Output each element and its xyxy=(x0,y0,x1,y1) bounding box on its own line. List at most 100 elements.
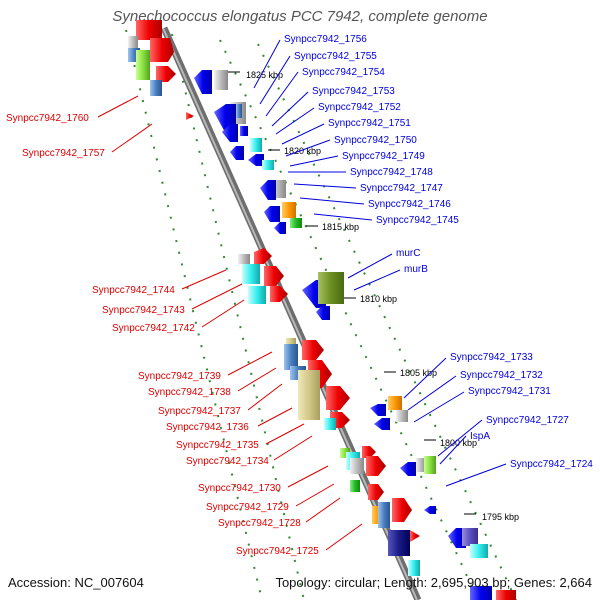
gene-block xyxy=(496,590,516,600)
gene-block xyxy=(290,218,302,228)
gene-label: Synpcc7942_1729 xyxy=(206,502,289,513)
gene-label: Synpcc7942_1752 xyxy=(318,102,401,113)
gene-block xyxy=(128,36,138,48)
gene-block xyxy=(282,202,296,218)
leader-line xyxy=(437,419,483,457)
gene-arrow xyxy=(260,180,276,200)
gene-label: Synpcc7942_1732 xyxy=(460,370,543,381)
leader-line xyxy=(257,407,293,427)
gene-label: Synpcc7942_1756 xyxy=(284,34,367,45)
leader-line xyxy=(97,95,139,118)
gene-arrow xyxy=(370,404,386,416)
leader-line xyxy=(227,351,273,376)
gene-arrow xyxy=(230,146,244,160)
leader-line xyxy=(273,435,313,461)
gene-arrow xyxy=(270,286,288,302)
gene-arrow xyxy=(366,456,386,476)
genome-backbone-highlight xyxy=(162,27,418,600)
map-title: Synechococcus elongatus PCC 7942, comple… xyxy=(112,8,488,25)
leader-line xyxy=(237,367,277,392)
forward-genes xyxy=(128,20,420,576)
left-labels: Synpcc7942_1760 Synpcc7942_1757 Synpcc79… xyxy=(6,95,363,557)
leader-line xyxy=(275,107,315,135)
gene-block xyxy=(416,458,426,472)
gene-label: Synpcc7942_1751 xyxy=(328,118,411,129)
gene-label: Synpcc7942_1734 xyxy=(186,456,269,467)
gene-arrow xyxy=(316,306,330,320)
gene-arrow xyxy=(302,340,324,360)
gene-label: Synpcc7942_1725 xyxy=(236,546,319,557)
kbp-scale: 1825 kbp 1820 kbp 1815 kbp 1810 kbp 1805… xyxy=(228,70,519,522)
gene-block xyxy=(350,480,360,492)
kbp-label: 1815 kbp xyxy=(322,222,359,232)
accession-text: Accession: NC_007604 xyxy=(8,575,144,590)
gene-block xyxy=(470,586,492,600)
gene-block xyxy=(238,254,250,264)
gene-label: Synpcc7942_1727 xyxy=(486,415,569,426)
gene-arrow xyxy=(400,462,416,476)
gene-block xyxy=(408,560,420,576)
gene-label: IspA xyxy=(470,431,490,442)
leader-line xyxy=(287,465,329,488)
gene-label: Synpcc7942_1755 xyxy=(294,51,377,62)
gene-block xyxy=(298,370,320,420)
leader-line xyxy=(347,253,393,279)
gene-block xyxy=(388,530,410,556)
gene-block xyxy=(378,502,390,528)
gene-arrow xyxy=(248,154,264,166)
leader-line xyxy=(265,423,305,445)
leader-line xyxy=(289,155,339,167)
leader-line xyxy=(285,139,331,157)
leader-line xyxy=(293,183,357,189)
kbp-label: 1825 kbp xyxy=(246,70,283,80)
gene-block xyxy=(150,80,162,96)
gene-label: Synpcc7942_1743 xyxy=(102,305,185,316)
gene-block xyxy=(214,70,228,90)
gene-block xyxy=(136,50,150,80)
gene-label: Synpcc7942_1731 xyxy=(468,386,551,397)
gene-label: murC xyxy=(396,248,420,259)
gene-arrow xyxy=(222,124,238,142)
leader-line xyxy=(271,91,309,127)
leader-line xyxy=(281,123,325,145)
gene-arrow xyxy=(368,484,384,500)
kbp-label: 1810 kbp xyxy=(360,294,397,304)
leader-line xyxy=(445,463,507,487)
leader-line xyxy=(413,391,465,423)
gene-label: Synpcc7942_1736 xyxy=(166,422,249,433)
gene-block xyxy=(262,160,274,170)
gene-block xyxy=(284,344,298,370)
kbp-label: 1800 kbp xyxy=(440,438,477,448)
reverse-genes xyxy=(194,70,516,600)
leader-line xyxy=(305,497,341,523)
gene-block xyxy=(250,138,262,152)
gene-block xyxy=(396,410,408,422)
leader-line xyxy=(259,55,291,105)
gene-label: Synpcc7942_1753 xyxy=(312,86,395,97)
gene-arrow xyxy=(150,38,174,62)
gene-arrow xyxy=(374,418,390,430)
leader-line xyxy=(265,71,299,117)
gene-arrow xyxy=(264,266,284,286)
kbp-label: 1795 kbp xyxy=(482,512,519,522)
backbone-group xyxy=(125,26,517,600)
gene-label: murB xyxy=(404,264,428,275)
gene-label: Synpcc7942_1733 xyxy=(450,352,533,363)
gene-arrow xyxy=(410,530,420,542)
gene-block xyxy=(462,528,478,546)
leader-line xyxy=(111,123,153,153)
leader-line xyxy=(407,375,457,411)
leader-line xyxy=(295,483,335,507)
leader-line xyxy=(325,523,363,551)
gene-label: Synpcc7942_1730 xyxy=(198,483,281,494)
ring-dots-outer-left xyxy=(125,29,263,600)
leader-line xyxy=(201,299,245,328)
gene-block xyxy=(424,456,436,474)
right-labels: Synpcc7942_1756 Synpcc7942_1755 Synpcc79… xyxy=(253,34,593,487)
gene-label: Synpcc7942_1746 xyxy=(368,199,451,210)
gene-arrow xyxy=(264,206,280,222)
gene-arrow xyxy=(424,506,436,514)
gene-label: Synpcc7942_1748 xyxy=(350,167,433,178)
